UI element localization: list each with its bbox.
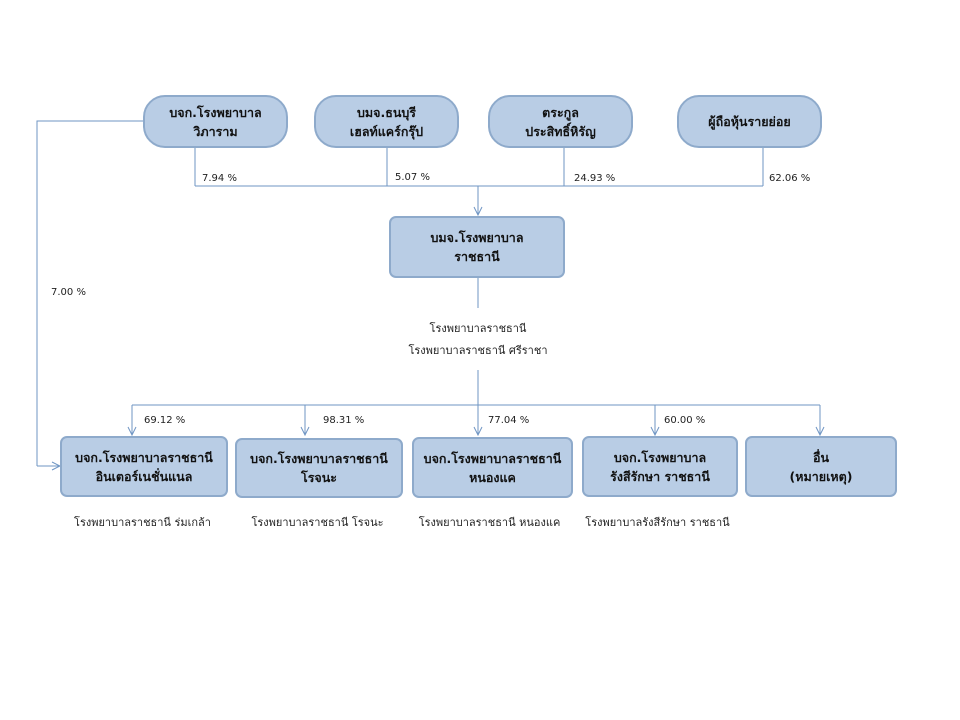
- subsidiary-pct: 98.31 %: [323, 415, 365, 426]
- subsidiary-name-line2: โรจนะ: [300, 470, 337, 485]
- parent-hospital-1: โรงพยาบาลราชธานี: [429, 322, 527, 335]
- shareholder-minority-box: ผู้ถือหุ้นรายย่อย: [677, 95, 822, 148]
- subsidiary-hospital: โรงพยาบาลรังสีรักษา ราชธานี: [585, 516, 730, 529]
- subsidiary-name-line2: รังสีรักษา ราชธานี: [610, 468, 710, 484]
- subsidiary-name-line1: บจก.โรงพยาบาลราชธานี: [423, 450, 562, 466]
- shareholder-name-line1: ตระกูล: [542, 104, 579, 120]
- shareholder-name-line1: ผู้ถือหุ้นรายย่อย: [708, 114, 791, 129]
- subsidiary-international-box: บจก.โรงพยาบาลราชธานี อินเตอร์เนชั่นแนล: [60, 436, 228, 497]
- subsidiary-name-line1: บจก.โรงพยาบาล: [613, 449, 707, 465]
- shareholder-name-line2: เฮลท์แคร์กรุ๊ป: [349, 123, 424, 139]
- subsidiary-pct: 77.04 %: [488, 415, 530, 426]
- shareholder-name-line2: ประสิทธิ์หิรัญ: [525, 123, 596, 139]
- subsidiary-name-line2: หนองแค: [469, 469, 516, 485]
- subsidiary-nongkhae-box: บจก.โรงพยาบาลราชธานี หนองแค: [412, 437, 573, 498]
- parent-company-box: บมจ.โรงพยาบาล ราชธานี: [389, 216, 565, 278]
- subsidiary-hospital: โรงพยาบาลราชธานี โรจนะ: [251, 516, 384, 529]
- subsidiary-pct: 60.00 %: [664, 415, 706, 426]
- parent-name-line2: ราชธานี: [454, 249, 500, 264]
- subsidiary-hospital: โรงพยาบาลราชธานี ร่มเกล้า: [74, 516, 211, 529]
- shareholder-name-line2: วิภาราม: [193, 123, 238, 139]
- left-link-pct: 7.00 %: [51, 287, 86, 298]
- shareholder-pct: 24.93 %: [574, 173, 616, 184]
- shareholder-pct: 7.94 %: [202, 173, 237, 184]
- shareholder-thonburi-box: บมจ.ธนบุรี เฮลท์แคร์กรุ๊ป: [314, 95, 459, 148]
- subsidiary-rojana-box: บจก.โรงพยาบาลราชธานี โรจนะ: [235, 438, 403, 498]
- subsidiary-name-line2: (หมายเหตุ): [789, 468, 853, 484]
- shareholder-pct: 5.07 %: [395, 172, 430, 183]
- subsidiary-radiotherapy-box: บจก.โรงพยาบาล รังสีรักษา ราชธานี: [582, 436, 738, 497]
- subsidiary-name-line1: อื่น: [812, 449, 830, 465]
- shareholder-vibharam-box: บจก.โรงพยาบาล วิภาราม: [143, 95, 288, 148]
- shareholder-family-box: ตระกูล ประสิทธิ์หิรัญ: [488, 95, 633, 148]
- parent-name-line1: บมจ.โรงพยาบาล: [430, 230, 524, 245]
- subsidiary-pct: 69.12 %: [144, 415, 186, 426]
- shareholder-name-line1: บมจ.ธนบุรี: [356, 104, 417, 120]
- shareholder-name-line1: บจก.โรงพยาบาล: [169, 104, 262, 120]
- subsidiary-name-line1: บจก.โรงพยาบาลราชธานี: [75, 449, 213, 465]
- subsidiary-name-line2: อินเตอร์เนชั่นแนล: [95, 468, 193, 484]
- subsidiary-name-line1: บจก.โรงพยาบาลราชธานี: [250, 451, 388, 466]
- subsidiary-hospital: โรงพยาบาลราชธานี หนองแค: [418, 516, 561, 529]
- shareholder-pct: 62.06 %: [769, 173, 811, 184]
- subsidiary-other-box: อื่น (หมายเหตุ): [745, 436, 897, 497]
- parent-hospital-2: โรงพยาบาลราชธานี ศรีราชา: [408, 344, 548, 357]
